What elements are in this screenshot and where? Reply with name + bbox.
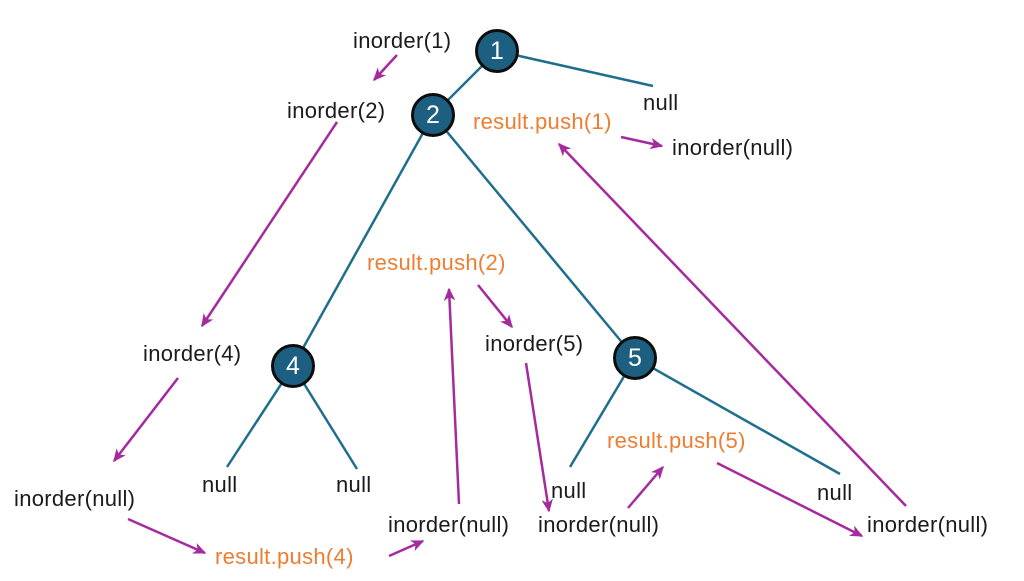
label-null-4-right: null (336, 472, 372, 497)
arrow-inorder1-to-inorder2 (373, 54, 398, 82)
label-result-push-2: result.push(2) (367, 250, 506, 275)
arrow-push1-to-inorder-null (620, 135, 664, 150)
label-result-push-1: result.push(1) (473, 109, 612, 134)
tree-node-2: 2 (411, 93, 455, 137)
tree-edge-5-null-right (634, 356, 841, 476)
label-inorder-null-4-left: inorder(null) (14, 486, 136, 511)
label-inorder-null-5-right: inorder(null) (867, 512, 989, 537)
tree-node-1-value: 1 (490, 36, 504, 65)
tree-node-2-value: 2 (426, 100, 440, 129)
label-inorder-1: inorder(1) (353, 28, 452, 53)
arrow-push2-to-inorder5 (477, 284, 513, 329)
label-null-4-left: null (202, 472, 238, 497)
tree-node-5-value: 5 (628, 343, 642, 372)
tree-node-1: 1 (475, 29, 519, 73)
tree-edge-1-null (496, 49, 654, 88)
label-inorder-null-root-right: inorder(null) (672, 135, 794, 160)
arrow-push4-to-inorder-null (388, 539, 425, 558)
label-result-push-5: result.push(5) (607, 428, 746, 453)
label-inorder-null-5-left: inorder(null) (538, 512, 660, 537)
label-inorder-4: inorder(4) (143, 341, 242, 366)
label-inorder-2: inorder(2) (287, 98, 386, 123)
label-null-5-right: null (817, 480, 853, 505)
tree-node-4: 4 (271, 344, 315, 388)
tree-node-4-value: 4 (286, 351, 300, 380)
label-inorder-5: inorder(5) (485, 331, 584, 356)
arrow-inorder5-to-inorder-null (524, 362, 553, 513)
label-inorder-null-4-right: inorder(null) (388, 512, 510, 537)
tree-node-5: 5 (613, 336, 657, 380)
label-null-5-left: null (551, 478, 587, 503)
arrow-inorder-null-to-push4 (127, 517, 207, 555)
label-null-root-right: null (643, 90, 679, 115)
tree-edge-2-5 (432, 114, 636, 359)
tree-edge-2-4 (291, 114, 435, 367)
arrow-inorder2-to-inorder4 (200, 121, 339, 328)
label-result-push-4: result.push(4) (215, 544, 354, 569)
arrow-inorder4-to-inorder-null (113, 377, 179, 463)
arrow-inorder-null-to-push2 (443, 287, 461, 505)
arrow-inorder-null-to-push5 (627, 465, 664, 509)
arrow-push5-to-inorder-null (716, 461, 864, 538)
arrow-inorder-null-to-push1 (558, 143, 907, 507)
